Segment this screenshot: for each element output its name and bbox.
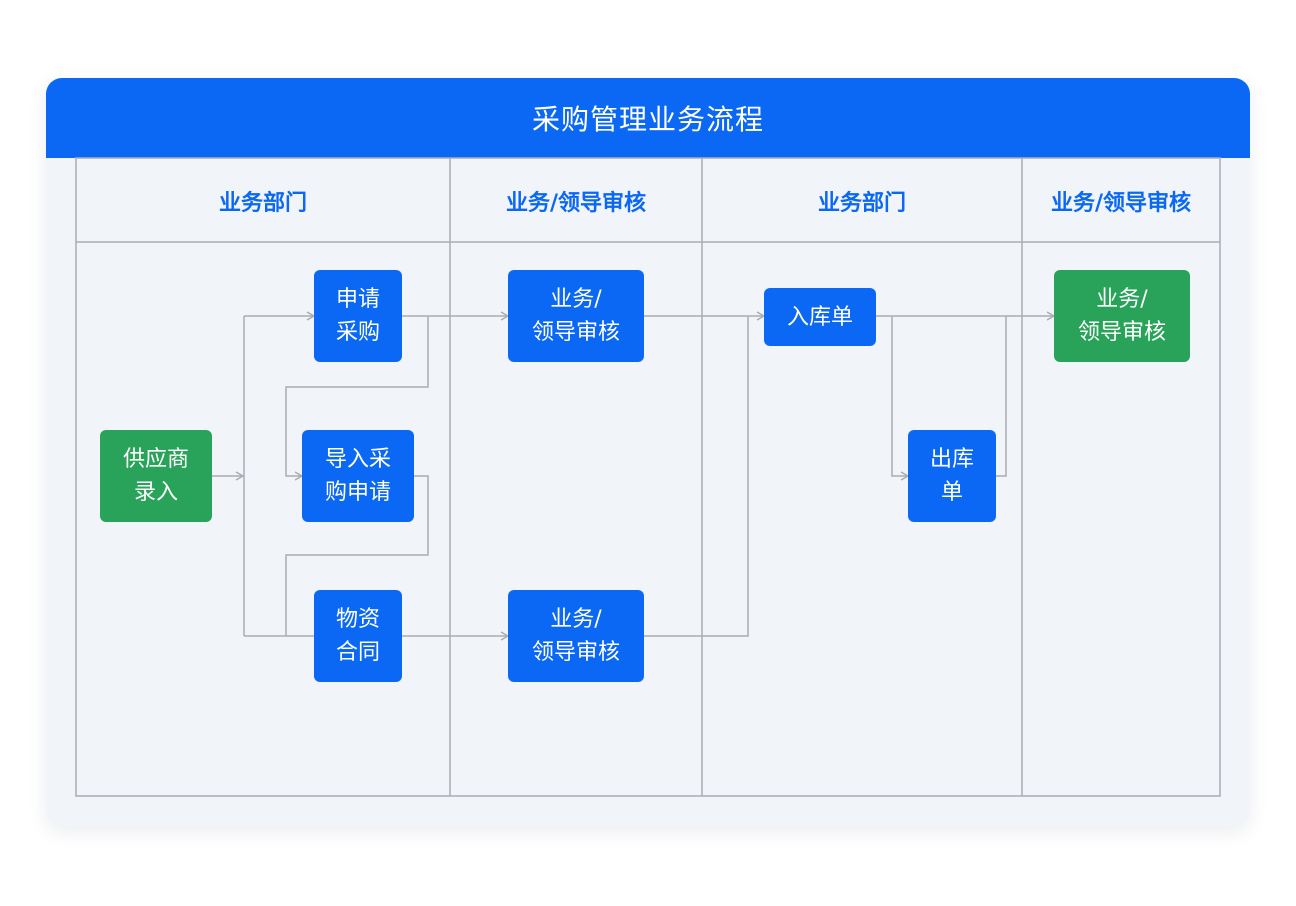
node-purchase-request[interactable]: 申请 采购 bbox=[314, 270, 402, 362]
lane-title-business-dept-1: 业务部门 bbox=[218, 191, 307, 216]
swimlane-grid-border bbox=[75, 157, 1221, 797]
node-review-bottom[interactable]: 业务/ 领导审核 bbox=[508, 590, 644, 682]
node-import-purchase-request[interactable]: 导入采 购申请 bbox=[302, 430, 414, 522]
lane-title-review-2: 业务/领导审核 bbox=[1050, 191, 1192, 216]
diagram-title: 采购管理业务流程 bbox=[46, 78, 1250, 158]
flowchart-card bbox=[46, 78, 1250, 826]
node-supplier-entry[interactable]: 供应商 录入 bbox=[100, 430, 212, 522]
node-warehouse-in[interactable]: 入库单 bbox=[764, 288, 876, 346]
lane-title-review-1: 业务/领导审核 bbox=[505, 191, 647, 216]
edge-out-to-final bbox=[996, 316, 1007, 477]
node-material-contract[interactable]: 物资 合同 bbox=[314, 590, 402, 682]
edge-in-to-out bbox=[891, 316, 910, 481]
node-warehouse-out[interactable]: 出库 单 bbox=[908, 430, 996, 522]
edge-review-bottom-to-in bbox=[644, 316, 749, 637]
node-review-top[interactable]: 业务/ 领导审核 bbox=[508, 270, 644, 362]
edge-request-to-import bbox=[285, 316, 429, 481]
node-final-review[interactable]: 业务/ 领导审核 bbox=[1054, 270, 1190, 362]
edge-import-to-contract bbox=[285, 475, 429, 636]
lane-title-business-dept-2: 业务部门 bbox=[817, 191, 906, 216]
